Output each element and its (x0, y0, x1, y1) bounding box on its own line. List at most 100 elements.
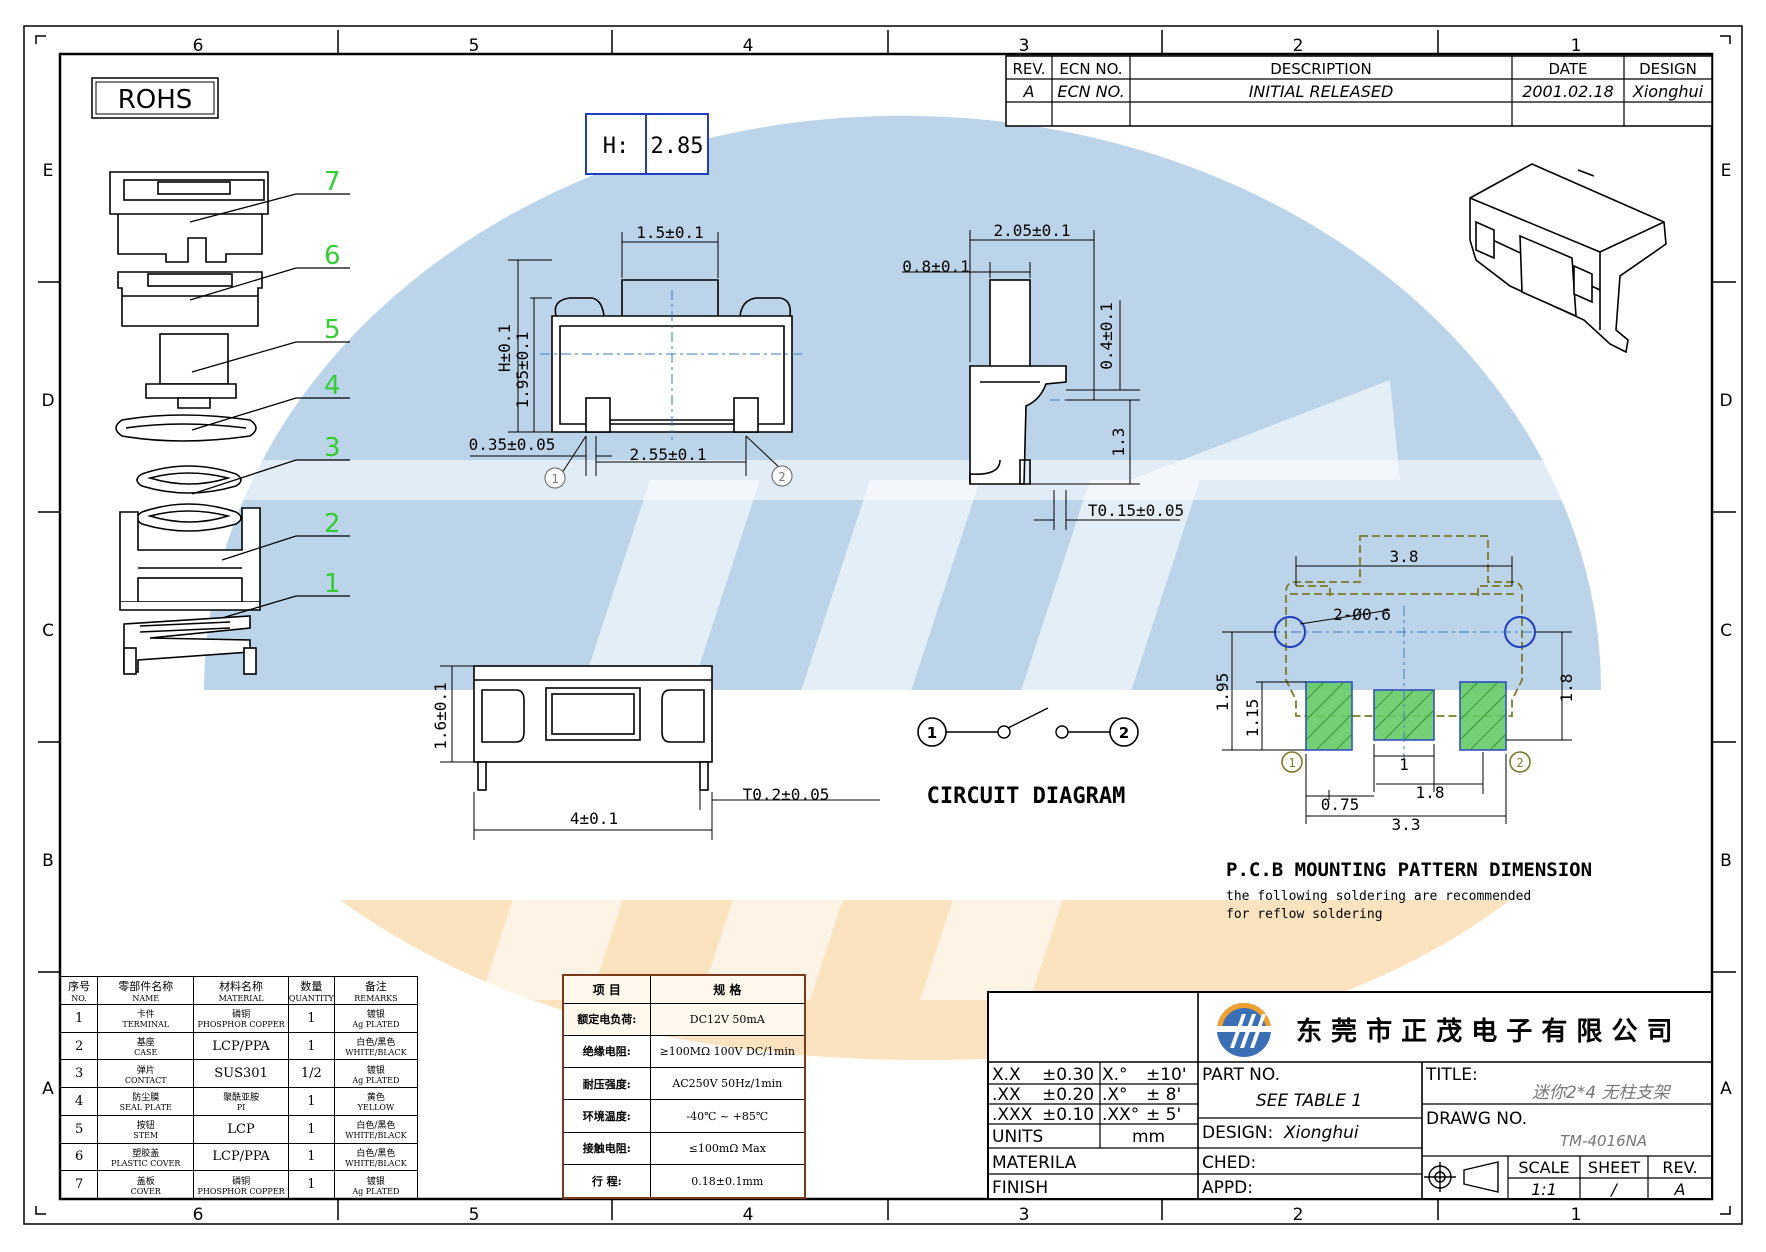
zone-row-c-right: C (1720, 621, 1732, 641)
bom-cell-qty: 1 (287, 1004, 335, 1033)
rev-header-description: DESCRIPTION (1270, 60, 1372, 78)
dim-side-0-4: 0.4±0.1 (1097, 302, 1116, 369)
spec-label: 耐压强度: (562, 1067, 651, 1101)
company-name: 东 莞 市 正 茂 电 子 有 限 公 司 (1296, 1016, 1673, 1047)
dim-front-1-95: 1.95±0.1 (513, 331, 532, 408)
bom-mat: LCP/PPA (212, 1038, 270, 1054)
tol-row2-b: ±0.20 (1042, 1085, 1094, 1105)
bom-header-no-en: NO. (71, 994, 87, 1003)
ched-label: CHED: (1202, 1153, 1256, 1173)
table-row: 绝缘电阻:≥100MΩ 100V DC/1min (562, 1034, 806, 1069)
spec-value: DC12V 50mA (649, 1002, 806, 1036)
front-pin-1: 1 (551, 472, 558, 486)
zone-row-a-right: A (1720, 1079, 1732, 1099)
bom-cell-material: LCP/PPA (193, 1142, 289, 1172)
tol-row2-a: .XX (992, 1085, 1021, 1105)
bom-cell-no: 7 (59, 1170, 99, 1199)
bom-mat-en: PHOSPHOR COPPER (197, 1020, 285, 1030)
bom-rem-cn: 镀银 (366, 1065, 385, 1076)
table-row: 行 程:0.18±0.1mm (562, 1164, 806, 1199)
part-no-label: PART NO. (1202, 1065, 1280, 1085)
pcb-dim-1-8-vertical: 1.8 (1557, 674, 1576, 703)
title-block (987, 991, 1713, 1200)
rev-value: A (1674, 1180, 1686, 1199)
spec-label: 环境温度: (562, 1099, 651, 1133)
pcb-dim-1-95: 1.95 (1213, 673, 1232, 712)
dim-front-2-55: 2.55±0.1 (629, 445, 706, 464)
bom-name-en: CASE (134, 1048, 158, 1058)
pcb-pin-1: 1 (1288, 756, 1295, 770)
design-label: DESIGN: (1202, 1123, 1273, 1143)
bom-mat-cn: 磷铜 (232, 1176, 251, 1187)
rohs-mark: ROHS (91, 77, 219, 119)
pcb-dim-3-3: 3.3 (1392, 815, 1421, 834)
pcb-pattern: 3.8 2-Ø0.6 1.95 1.15 1.8 1 1.8 0.75 3.3 … (1213, 535, 1592, 922)
bom-name-en: SEAL PLATE (119, 1103, 172, 1113)
part-leaders (189, 193, 350, 619)
bom-name-en: STEM (133, 1131, 159, 1141)
pcb-dim-1: 1 (1399, 755, 1409, 774)
callout-6: 6 (324, 241, 341, 271)
callout-4: 4 (324, 371, 341, 401)
bom-mat-cn: 聚酰亚胺 (223, 1093, 260, 1104)
bom-name-cn: 弹片 (136, 1065, 155, 1076)
rev-row-date: 2001.02.18 (1522, 82, 1614, 101)
circuit-node-1: 1 (927, 724, 937, 742)
bom-cell-no: 3 (59, 1059, 99, 1089)
bom-mat: SUS301 (214, 1066, 268, 1082)
bom-name-en: CONTACT (124, 1075, 167, 1085)
tol-row1-c: X.° (1102, 1065, 1128, 1085)
bom-mat-cn: 磷铜 (232, 1010, 251, 1021)
bom-cell-qty: 1 (287, 1142, 335, 1172)
bom-name-cn: 基座 (136, 1038, 155, 1049)
zone-col-1: 1 (1571, 36, 1582, 56)
rev-header-ecn: ECN NO. (1059, 60, 1122, 78)
zone-row-e-right: E (1721, 161, 1732, 181)
side-view: 2.05±0.1 0.8±0.1 0.4±0.1 1.3 T0.15±0.05 (902, 221, 1184, 530)
callout-1: 1 (324, 569, 341, 599)
bom-rem-cn: 白色/黑色 (356, 1148, 396, 1159)
bom-rem-en: YELLOW (357, 1103, 395, 1113)
bom-name-cn: 防尘膜 (132, 1093, 160, 1104)
svg-text:ROHS: ROHS (118, 85, 193, 115)
circuit-diagram: 1 2 CIRCUIT DIAGRAM (917, 707, 1139, 809)
zone-row-d: D (41, 391, 54, 411)
spec-value: ≤100mΩ Max (649, 1131, 806, 1166)
rev-header-date: DATE (1548, 60, 1587, 78)
height-box: H: 2.85 (585, 113, 709, 175)
pcb-dim-3-8: 3.8 (1390, 547, 1419, 566)
callout-3: 3 (324, 433, 341, 463)
spec-header-row: 项 目 规 格 (562, 974, 806, 1004)
zone-col-3-bottom: 3 (1019, 1205, 1030, 1225)
dim-front-h: H±0.1 (495, 324, 514, 372)
spec-table: 项 目 规 格 额定电负荷:DC12V 50mA 绝缘电阻:≥100MΩ 100… (562, 974, 806, 1199)
table-row: 耐压强度:AC250V 50Hz/1min (562, 1067, 806, 1101)
spec-value: AC250V 50Hz/1min (649, 1067, 806, 1101)
zone-ticks (38, 30, 1736, 1220)
revision-table: REV. ECN NO. DESCRIPTION DATE DESIGN A E… (1005, 55, 1713, 127)
tol-row3-c: .XX° (1102, 1105, 1139, 1125)
pcb-dim-1-8: 1.8 (1416, 783, 1445, 802)
bom-rem-en: Ag PLATED (352, 1075, 400, 1085)
isometric-view (1469, 163, 1667, 354)
front-view: 1.5±0.1 H±0.1 1.95±0.1 0.35±0.05 2.55±0.… (469, 223, 806, 489)
circuit-node-2: 2 (1119, 724, 1129, 742)
table-row: 环境温度:-40℃ ~ +85℃ (562, 1099, 806, 1133)
bom-cell-material: SUS301 (193, 1059, 289, 1089)
bom-cell-no: 1 (59, 1004, 99, 1033)
pcb-title: P.C.B MOUNTING PATTERN DIMENSION (1226, 859, 1592, 881)
